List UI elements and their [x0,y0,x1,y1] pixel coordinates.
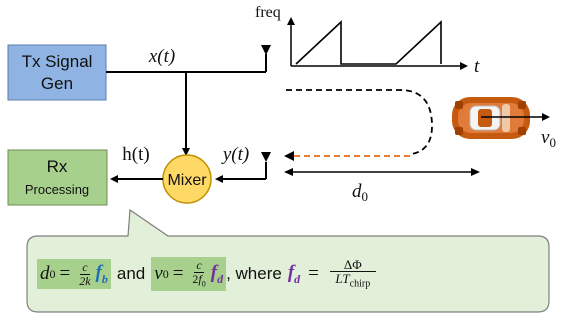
t-axis-label: t [474,56,480,77]
mixer-node: Mixer [162,154,212,204]
frac-c-2f0: c 2f0 [190,259,207,288]
eq-1: = [59,263,71,284]
frac-dphi-num: ΔΦ [329,257,376,273]
fd2-sub: d [294,271,301,286]
where-text: , where [226,264,282,283]
velocity-label: v0 [541,127,556,150]
fb-symbol: fb [96,262,108,287]
h-signal-label: h(t) [122,144,149,165]
fb-sub: b [101,271,108,286]
frac-c-2k-den: 2k [79,273,91,288]
eq-2: = [172,263,184,284]
freq-axis-label: freq [255,4,281,21]
frac-c-2k: c 2k [77,261,92,287]
eq-3: = [308,263,319,284]
rx-label-line2: Processing [25,182,89,197]
d0-symbol: d [40,263,50,284]
and-text: and [116,264,146,283]
frac-f-sub: 0 [201,279,206,289]
fd2-f: f [287,261,295,283]
fd-symbol: fd [211,262,223,287]
distance-label: d0 [352,181,368,204]
den-T: T [342,271,350,287]
fd-f: f [210,261,218,283]
chirp-sawtooth [295,20,442,65]
den-chirp: chirp [349,278,371,290]
den-L: L [335,271,343,287]
y-signal-label: y(t) [221,144,249,165]
fb-f: f [95,261,102,283]
rx-processing-block: Rx Processing [7,149,108,206]
tx-label-line2: Gen [41,74,73,93]
tx-label-line1: Tx Signal [22,52,93,71]
v0-symbol: v [154,263,163,284]
frac-f: f [198,271,202,286]
d0-sub: 0 [49,266,56,281]
frac-c-2f0-den: 2f0 [190,273,207,289]
mixer-label: Mixer [167,172,207,189]
car-icon [452,97,530,139]
v0-sub: 0 [162,266,169,281]
fd-sub: d [217,271,224,286]
frac-2: 2 [192,271,199,286]
echo-arrowhead [284,151,294,161]
frac-c-2k-num: c [80,259,90,275]
tx-antenna-icon [261,45,271,55]
frac-dphi: ΔΦ LTchirp [329,257,376,291]
distance-arrow-left [284,168,293,176]
rx-label-line1: Rx [47,157,68,176]
frac-c-2f0-num: c [194,258,204,273]
frac-dphi-den: LTchirp [333,272,372,290]
tx-wave-path [286,89,433,155]
chirp-plot: freq t [255,4,480,77]
distance-arrow-right [471,168,480,176]
tx-signal-gen-block: Tx Signal Gen [7,44,107,101]
rx-antenna-icon [261,152,271,162]
fd-symbol-2: fd [288,262,300,287]
x-signal-label: x(t) [148,46,175,67]
